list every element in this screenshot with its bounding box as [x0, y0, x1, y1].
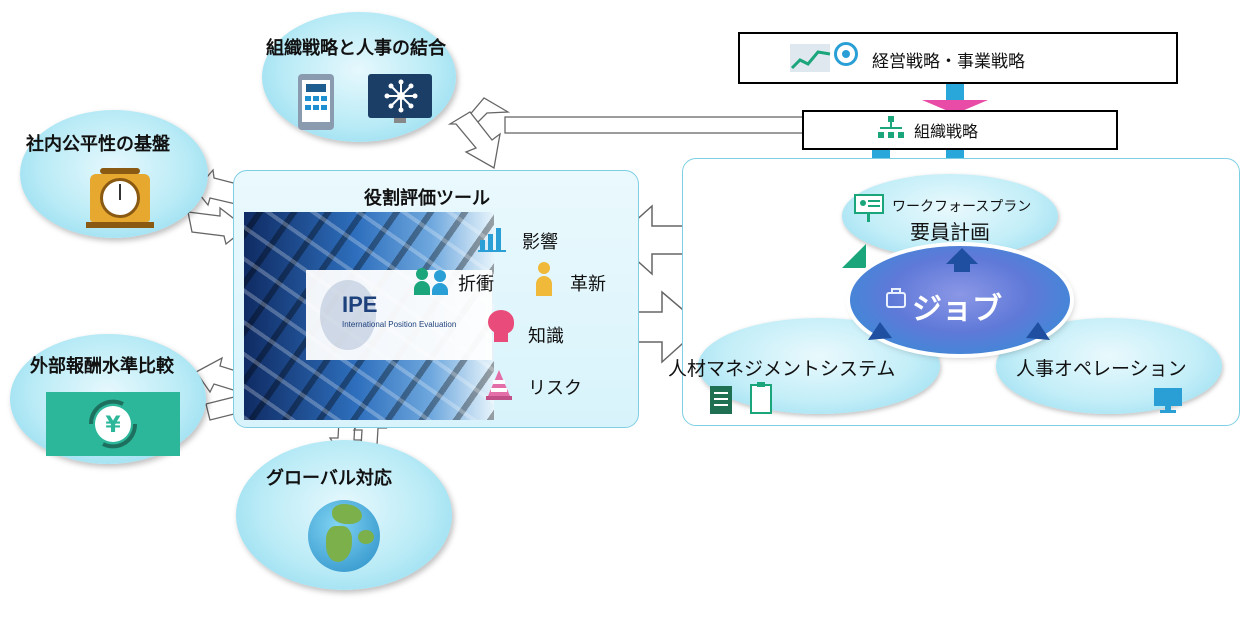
job-arrow-left	[868, 322, 892, 340]
bubble-global-title: グローバル対応	[266, 468, 392, 489]
factor-tradeoff: 折衝	[458, 274, 494, 295]
green-triangle-marker	[842, 244, 866, 268]
knowledge-icon	[486, 310, 516, 344]
cyan-connector-1	[946, 80, 964, 102]
tablet-icon	[298, 74, 334, 130]
job-arrow-up	[946, 248, 978, 272]
bubble-org-strategy-title: 組織戦略と人事の結合	[266, 38, 446, 59]
factor-innovation: 革新	[570, 274, 606, 295]
hr-operation-label: 人事オペレーション	[1016, 358, 1187, 380]
org-chart-icon	[878, 116, 904, 140]
svg-text:¥: ¥	[105, 413, 121, 438]
pink-arrow-1	[922, 100, 988, 114]
ipe-subtitle: International Position Evaluation	[342, 320, 457, 329]
job-arrow-right	[1026, 322, 1050, 340]
impact-icon	[478, 222, 508, 252]
factor-risk: リスク	[528, 378, 582, 399]
monitor-icon	[1154, 388, 1182, 414]
tool-title: 役割評価ツール	[364, 188, 490, 209]
staffing-plan-label: 要員計画	[910, 220, 990, 244]
org-strategy-box	[802, 110, 1118, 150]
ipe-logo-card: IPE International Position Evaluation	[306, 270, 492, 360]
strategy-chart-icon	[790, 40, 860, 76]
workforce-plan-oval	[842, 174, 1058, 258]
bubble-internal-fairness-title: 社内公平性の基盤	[26, 134, 170, 155]
job-label: ジョブ	[912, 292, 1002, 327]
network-monitor-icon	[368, 74, 432, 126]
workforce-plan-label: ワークフォースプラン	[892, 199, 1032, 215]
document-icon	[710, 386, 732, 414]
job-icon	[884, 286, 908, 310]
scale-icon	[86, 166, 154, 228]
risk-cone-icon	[484, 368, 514, 400]
innovation-icon	[530, 262, 558, 296]
tradeoff-icon	[414, 266, 450, 296]
management-strategy-label: 経営戦略・事業戦略	[872, 52, 1025, 72]
org-strategy-label: 組織戦略	[914, 122, 979, 141]
talent-system-label: 人材マネジメントシステム	[668, 358, 896, 380]
bubble-external-pay-title: 外部報酬水準比較	[30, 356, 174, 377]
presentation-board-icon	[852, 192, 886, 222]
arrow-top-down	[447, 111, 501, 170]
ipe-logo-text: IPE	[342, 292, 378, 317]
yen-exchange-icon: ¥	[46, 392, 180, 456]
clipboard-icon	[750, 382, 772, 414]
ipe-dots-icon	[320, 280, 376, 350]
factor-knowledge: 知識	[528, 326, 564, 347]
factor-impact: 影響	[522, 232, 558, 253]
globe-icon	[308, 500, 380, 572]
